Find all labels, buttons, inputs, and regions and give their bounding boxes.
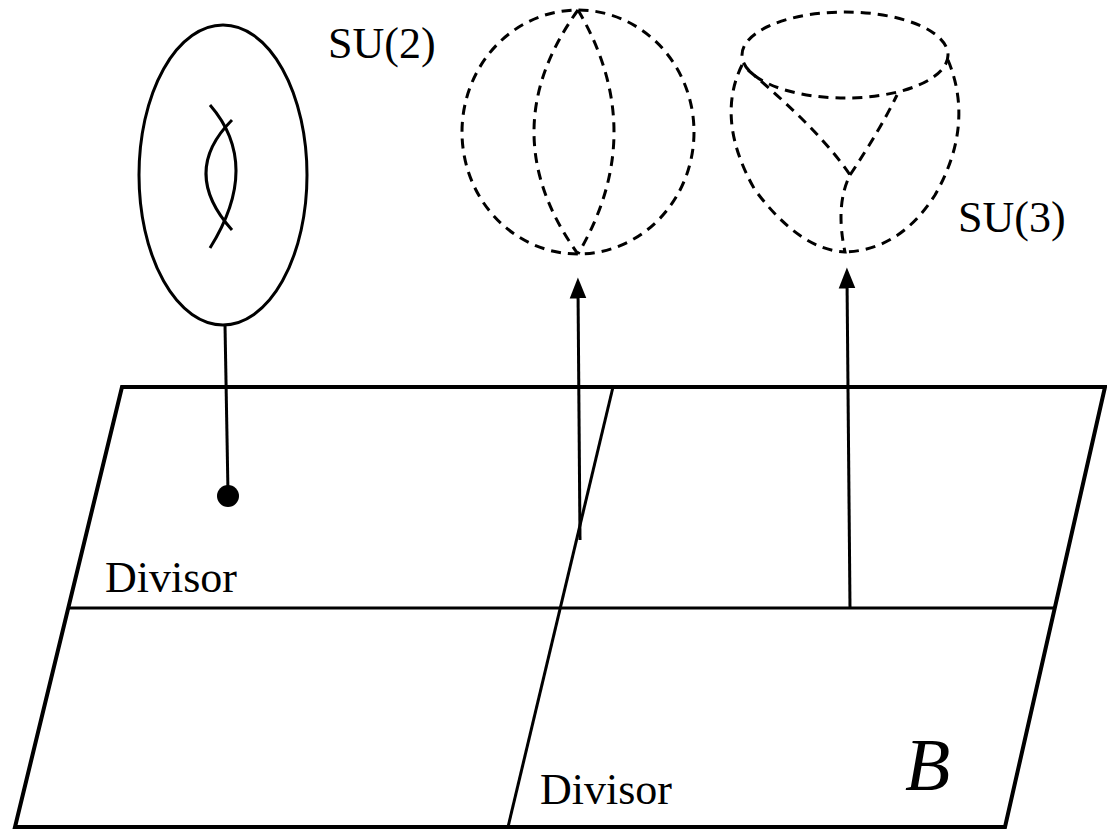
torus-hole — [206, 120, 232, 230]
base-label: B — [905, 728, 950, 802]
torus-fiber — [139, 25, 307, 325]
group-label: SU(3) — [958, 196, 1066, 240]
sphere-fiber — [845, 60, 959, 252]
divisor-label: Divisor — [105, 556, 237, 600]
fiber-stem — [225, 325, 228, 493]
sphere-fiber — [462, 10, 694, 254]
fiber-arrow — [578, 288, 580, 540]
sphere-fiber — [742, 12, 948, 98]
sphere-fiber — [731, 65, 850, 252]
sphere-fiber — [850, 95, 897, 175]
base-parallelogram — [15, 387, 1105, 827]
torus-hole — [210, 105, 236, 248]
group-label: SU(2) — [328, 22, 436, 66]
sphere-fiber — [534, 10, 578, 254]
divisor-line — [508, 387, 613, 827]
sphere-fiber — [578, 10, 614, 254]
base-point — [217, 485, 239, 507]
divisor-label: Divisor — [540, 768, 672, 812]
fiber-arrow — [847, 278, 850, 608]
